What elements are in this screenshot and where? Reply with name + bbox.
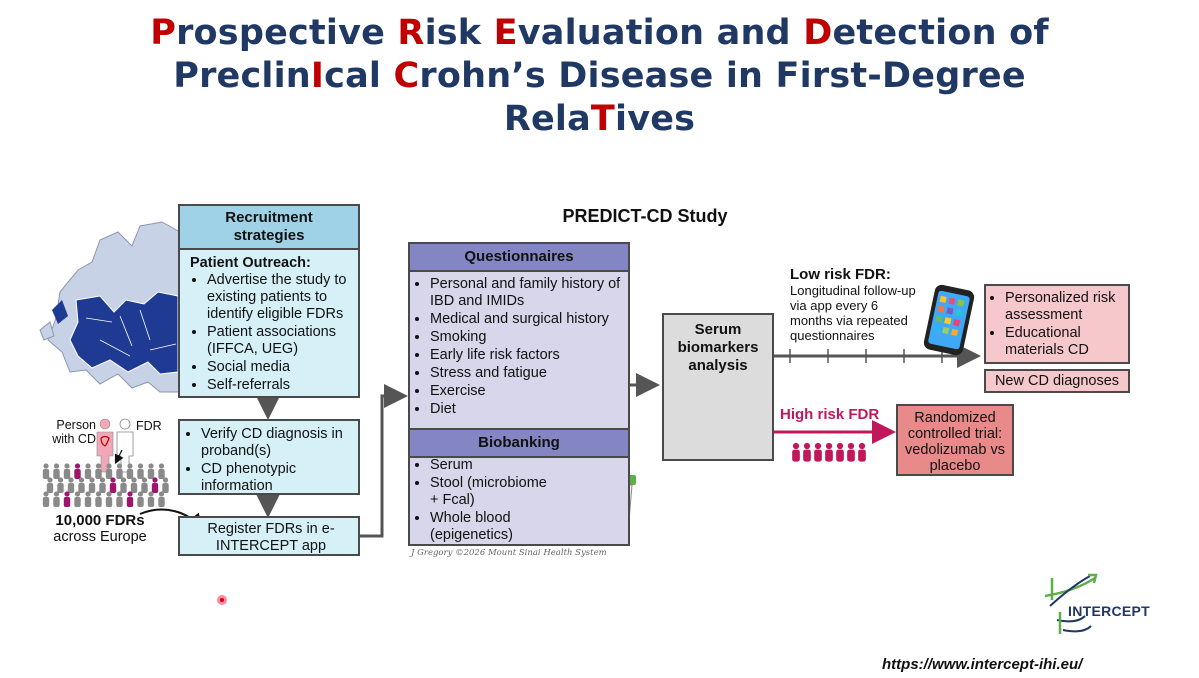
- title-segment: P: [173, 56, 200, 96]
- register-box: Register FDRs in e-INTERCEPT app: [178, 516, 360, 556]
- title-segment: rohn’s Disease in First-Degree: [419, 56, 1026, 96]
- smartphone-icon: [923, 284, 975, 356]
- list-item: Self-referrals: [207, 377, 352, 394]
- title-segment: I: [310, 56, 325, 96]
- title-line-3: RelaTives: [0, 98, 1199, 141]
- study-title: PREDICT-CD Study: [562, 206, 728, 226]
- questionnaires-header: Questionnaires: [410, 244, 628, 272]
- questionnaires-list: Personal and family history of IBD and I…: [410, 272, 628, 418]
- new-cd-diagnoses-box: New CD diagnoses: [984, 369, 1130, 393]
- title-segment: C: [393, 56, 420, 96]
- verify-list: Verify CD diagnosis in proband(s)CD phen…: [184, 426, 352, 495]
- title-segment: rospective: [176, 13, 398, 53]
- title-segment: T: [590, 99, 615, 139]
- list-item: Advertise the study to existing patients…: [207, 272, 352, 323]
- fdr-crowd-icon: [42, 463, 169, 507]
- intercept-logo-icon: [1044, 573, 1098, 634]
- title-segment: ives: [615, 99, 696, 139]
- serum-box: Serum biomarkers analysis: [662, 313, 774, 461]
- website-url[interactable]: https://www.intercept-ihi.eu/: [882, 656, 1083, 673]
- list-item: Medical and surgical history: [430, 311, 624, 328]
- title-line-1: Prospective Risk Evaluation and Detectio…: [0, 12, 1199, 55]
- list-item: Verify CD diagnosis in proband(s): [201, 426, 352, 460]
- biobanking-header: Biobanking: [410, 428, 628, 458]
- questionnaires-biobanking-box: Questionnaires Personal and family histo…: [408, 242, 630, 546]
- list-item: Exercise: [430, 383, 624, 400]
- title-segment: Rela: [503, 99, 591, 139]
- high-risk-label: High risk FDR: [780, 406, 880, 423]
- europe-map-icon: [39, 221, 181, 393]
- list-item: Personalized risk assessment: [1005, 290, 1124, 324]
- fdr-region: across Europe: [53, 529, 147, 545]
- low-risk-label: Low risk FDR:: [790, 266, 891, 283]
- title-segment: D: [803, 13, 833, 53]
- fdr-count: 10,000 FDRs: [55, 512, 145, 529]
- illustration-credit: J Gregory ©2026 Mount Sinai Health Syste…: [411, 548, 607, 558]
- title-line-2: PreclinIcal Crohn’s Disease in First-Deg…: [0, 55, 1199, 98]
- title-segment: valuation and: [517, 13, 804, 53]
- recruitment-subheader: Patient Outreach:: [190, 255, 311, 271]
- serum-label: Serum biomarkers analysis: [677, 321, 759, 374]
- high-risk-people-icon: [792, 442, 866, 462]
- title-segment: reclin: [199, 56, 311, 96]
- fdr-pointer-arrow: [114, 449, 124, 465]
- trial-box: Randomized controlled trial: vedolizumab…: [896, 404, 1014, 476]
- biobanking-list: SerumStool (microbiome + Fcal)Whole bloo…: [410, 457, 555, 545]
- arrow-register-to-questionnaires: [360, 384, 408, 538]
- title-segment: cal: [324, 56, 394, 96]
- list-item: Smoking: [430, 329, 624, 346]
- person-with-cd-label: Person with CD: [52, 418, 96, 446]
- title-segment: isk: [424, 13, 494, 53]
- title-segment: P: [150, 13, 177, 53]
- list-item: Diet: [430, 401, 624, 418]
- list-item: Serum: [430, 457, 555, 474]
- recruitment-list: Advertise the study to existing patients…: [190, 272, 352, 394]
- list-item: Personal and family history of IBD and I…: [430, 276, 624, 310]
- recruitment-box: Recruitment strategies Patient Outreach:…: [178, 204, 360, 398]
- timeline-ticks: [789, 349, 943, 363]
- list-item: Social media: [207, 359, 352, 376]
- title-segment: E: [493, 13, 518, 53]
- title-segment: etection of: [832, 13, 1049, 53]
- title-segment: R: [397, 13, 425, 53]
- person-with-cd-icon: [96, 418, 114, 473]
- list-item: Patient associations (IFFCA, UEG): [207, 324, 352, 358]
- page-title: Prospective Risk Evaluation and Detectio…: [0, 12, 1199, 141]
- outcomes-list: Personalized risk assessmentEducational …: [988, 290, 1124, 359]
- intercept-logo-text: INTERCEPT: [1068, 603, 1151, 619]
- list-item: Stool (microbiome + Fcal): [430, 475, 555, 509]
- list-item: Whole blood (epigenetics): [430, 510, 555, 544]
- list-item: Early life risk factors: [430, 347, 624, 364]
- low-risk-description: Longitudinal follow-up via app every 6 m…: [790, 283, 916, 343]
- fdr-label: FDR: [136, 419, 162, 433]
- recruitment-header: Recruitment strategies: [180, 206, 358, 250]
- outcomes-box: Personalized risk assessmentEducational …: [984, 284, 1130, 364]
- list-item: Educational materials CD: [1005, 325, 1124, 359]
- verify-box: Verify CD diagnosis in proband(s)CD phen…: [178, 419, 360, 495]
- list-item: Stress and fatigue: [430, 365, 624, 382]
- list-item: CD phenotypic information: [201, 461, 352, 495]
